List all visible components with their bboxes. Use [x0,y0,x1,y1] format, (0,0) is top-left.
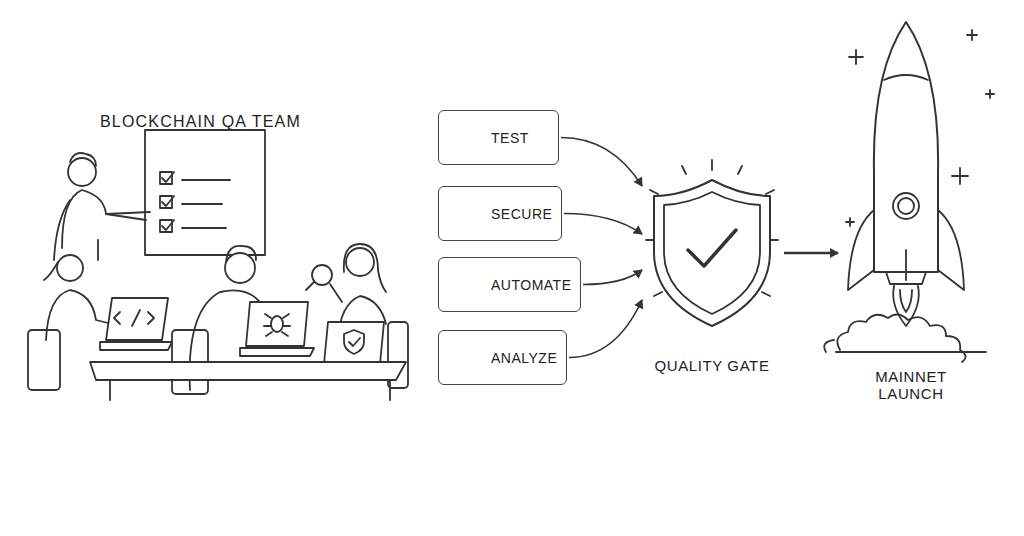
whiteboard [145,130,265,255]
process-box: AUTOMATE [438,257,581,312]
desk [90,362,406,400]
process-box: SECURE [438,186,562,241]
team-heading: BLOCKCHAIN QA TEAM [100,113,301,131]
node-caption: QUALITY GATE [652,357,771,374]
flow-arrow [583,270,642,285]
process-box: TEST [438,110,559,165]
flow-arrow [784,252,838,255]
presenter-figure [54,153,150,260]
step-label: TEST [491,130,529,146]
flow-arrow [564,214,642,235]
flow-arrow [561,138,642,187]
process-box: ANALYZE [438,330,567,385]
launch-rocket: MAINNET LAUNCH [842,16,980,402]
step-label: AUTOMATE [491,277,572,293]
laptop-code [100,298,172,350]
quality-shield [646,160,778,326]
gate-shield: QUALITY GATE [646,176,778,374]
laptop-bug [240,302,314,356]
step-label: SECURE [491,206,552,222]
node-caption: MAINNET LAUNCH [842,368,980,402]
rocket [824,22,994,362]
step-label: ANALYZE [491,350,557,366]
